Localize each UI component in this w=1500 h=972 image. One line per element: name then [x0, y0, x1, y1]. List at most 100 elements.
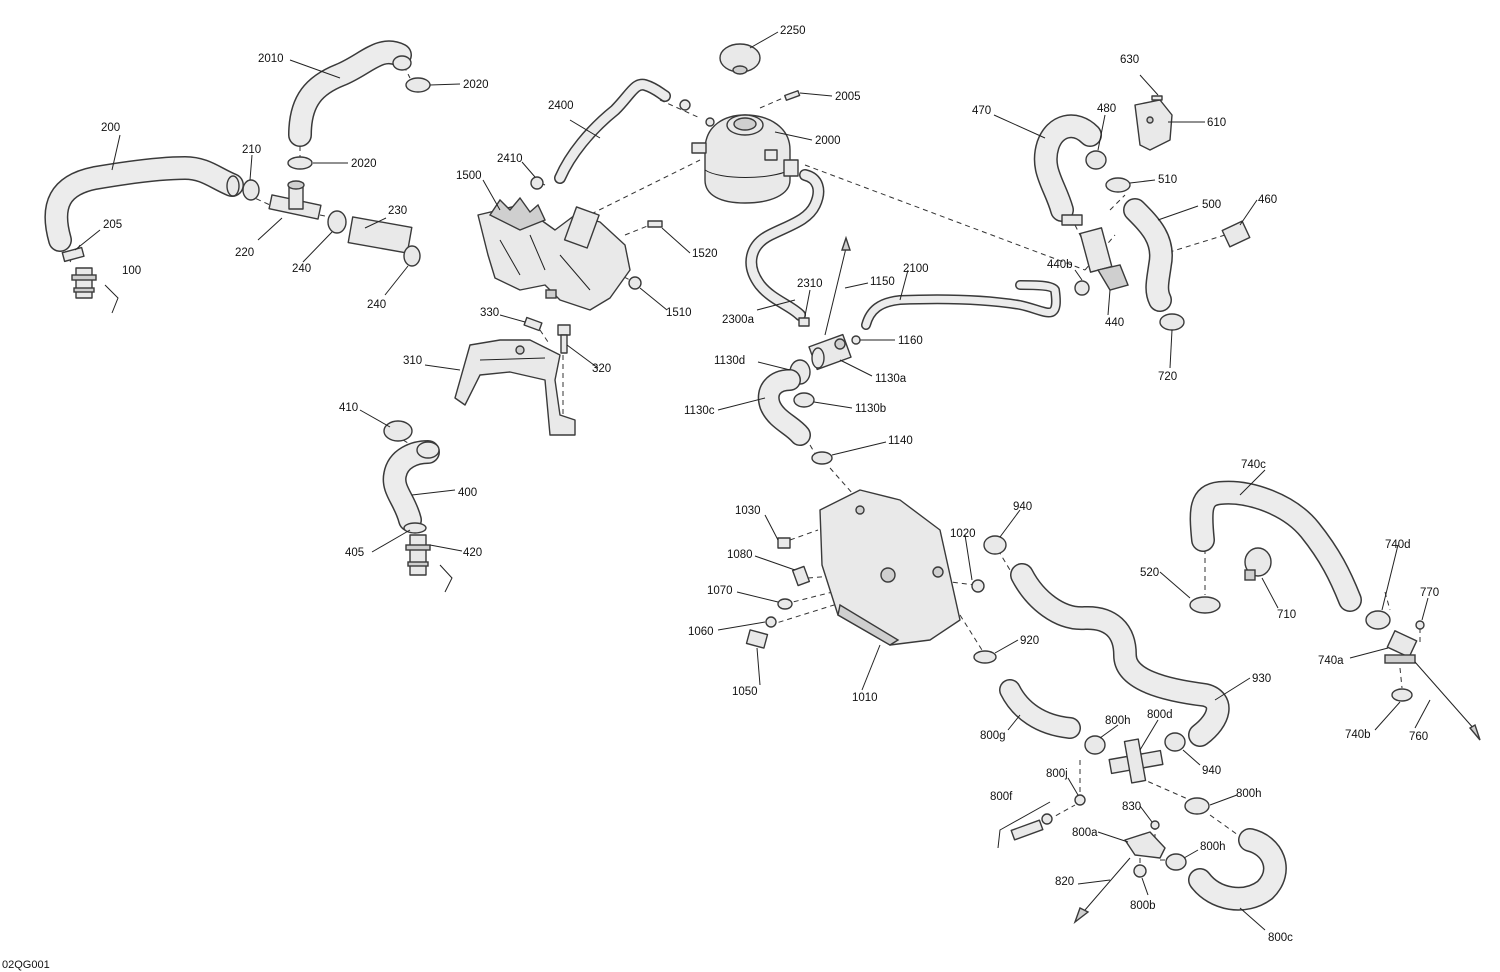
bracket-1500	[477, 196, 631, 311]
fitting-100	[71, 267, 97, 299]
clamp-800h-left	[1084, 735, 1106, 755]
leader-lines	[74, 31, 1431, 931]
callout-label: 1160	[898, 335, 923, 347]
clamp-240-left	[327, 210, 347, 234]
callout-label: 800c	[1268, 932, 1293, 944]
hose-200	[44, 156, 244, 252]
hose-230	[347, 216, 413, 254]
callout-label: 320	[592, 363, 611, 375]
washer-1070	[777, 598, 793, 610]
hose-2400	[554, 78, 671, 184]
callout-label: 710	[1277, 609, 1296, 621]
clamp-480	[1085, 150, 1107, 170]
hose-800c	[1188, 828, 1287, 911]
thermostat-housing-440	[1079, 227, 1129, 291]
callout-label: 1500	[456, 170, 482, 182]
callout-label: 2020	[463, 79, 489, 91]
callout-label: 800j	[1046, 768, 1068, 780]
screw-1520	[647, 220, 663, 228]
screw-1080	[791, 565, 811, 587]
screw-1160	[851, 335, 861, 345]
callout-label: 220	[235, 247, 254, 259]
callout-label: 200	[101, 122, 120, 134]
callout-label: 405	[345, 547, 364, 559]
callout-label: 800d	[1147, 709, 1173, 721]
sensor-460	[1221, 220, 1251, 248]
callout-label: 420	[463, 547, 482, 559]
clamp-940-top	[983, 535, 1007, 555]
callout-label: 800h	[1105, 715, 1131, 727]
callout-label: 310	[403, 355, 422, 367]
callout-label: 800h	[1200, 841, 1226, 853]
callout-label: 2005	[835, 91, 861, 103]
callout-label: 1150	[870, 276, 895, 288]
seal-740b	[1391, 688, 1413, 702]
callout-label: 240	[367, 299, 386, 311]
fitting-740a	[1384, 630, 1418, 664]
callout-label: 800a	[1072, 827, 1098, 839]
hose-2010	[288, 40, 412, 147]
clamp-520	[1189, 596, 1221, 614]
callout-label: 460	[1258, 194, 1277, 206]
callout-label: 1130b	[855, 403, 886, 415]
callout-label: 800h	[1236, 788, 1262, 800]
nut-1060	[765, 616, 777, 628]
clamp-205	[61, 246, 85, 263]
bleeder-760	[1414, 661, 1481, 741]
reservoir-cap-2250	[719, 43, 761, 75]
guard-1010	[819, 489, 961, 646]
callout-label: 1510	[666, 307, 692, 319]
clamp-1130b	[793, 392, 815, 408]
callout-label: 1060	[688, 626, 714, 638]
callout-label: 440b	[1047, 259, 1073, 271]
clip-330	[523, 316, 543, 332]
callout-label: 100	[122, 265, 141, 277]
sensor-800f	[1010, 819, 1044, 841]
clamp-720	[1159, 313, 1185, 331]
valve-housing-1130a	[808, 333, 852, 371]
seal-800b	[1133, 864, 1147, 878]
callout-label: 720	[1158, 371, 1177, 383]
seal-800f	[1041, 813, 1053, 825]
clamp-740d	[1365, 610, 1391, 630]
fitting-420	[405, 534, 431, 576]
clamp-800h-mid	[1184, 797, 1210, 815]
hose-2300a	[745, 169, 825, 321]
callout-label: 500	[1202, 199, 1221, 211]
clamp-1140	[811, 451, 833, 465]
cross-fitting-800d	[1108, 738, 1164, 784]
callout-labels: 2010 2020 2020 200 210 205 100 220 240 2…	[101, 25, 1439, 944]
callout-label: 760	[1409, 731, 1428, 743]
clamp-410	[383, 420, 413, 442]
bolt-320	[557, 324, 571, 354]
callout-label: 630	[1120, 54, 1139, 66]
clamp-2310	[798, 317, 810, 327]
callout-label: 230	[388, 205, 407, 217]
callout-label: 2020	[351, 158, 377, 170]
callout-label: 2100	[903, 263, 929, 275]
callout-label: 1130d	[714, 355, 745, 367]
callout-label: 930	[1252, 673, 1271, 685]
callout-label: 210	[242, 144, 261, 156]
callout-label: 770	[1420, 587, 1439, 599]
callout-label: 2310	[797, 278, 823, 290]
callout-label: 740b	[1345, 729, 1371, 741]
callout-label: 740a	[1318, 655, 1344, 667]
clamp-2000-top	[679, 99, 691, 111]
callout-label: 610	[1207, 117, 1226, 129]
callout-label: 800g	[980, 730, 1006, 742]
nut-1510	[628, 276, 642, 290]
callout-label: 400	[458, 487, 477, 499]
callout-label: 830	[1122, 801, 1141, 813]
coolant-reservoir-2000	[691, 114, 799, 204]
callout-label: 940	[1013, 501, 1032, 513]
bleeder-820	[1073, 857, 1131, 925]
hose-2100	[861, 280, 1061, 330]
callout-label: 1140	[888, 435, 913, 447]
screw-630	[1151, 95, 1163, 101]
callout-label: 940	[1202, 765, 1221, 777]
bracket-610	[1134, 99, 1173, 151]
callout-label: 470	[972, 105, 991, 117]
seal-440b	[1074, 280, 1090, 296]
callout-label: 1130c	[684, 405, 715, 417]
